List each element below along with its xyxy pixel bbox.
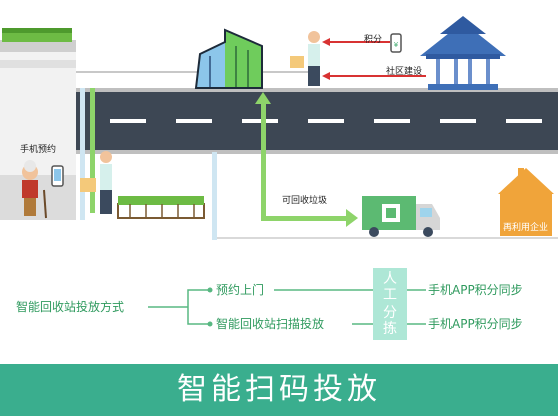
reuse-enterprise-house <box>498 168 554 236</box>
phone-icon-top: ¥ <box>390 33 402 53</box>
points-label: 积分 <box>364 35 383 45</box>
footer-title: 智能扫码投放 <box>177 372 381 407</box>
footer-banner: 智能扫码投放 <box>0 364 558 416</box>
worker-figure-top <box>290 31 320 86</box>
recyclable-label: 可回收垃圾 <box>282 196 328 206</box>
community-temple <box>420 16 506 90</box>
flow-branch-top: 预约上门 <box>216 283 265 297</box>
road <box>76 88 558 154</box>
recycling-truck <box>362 196 440 237</box>
manual-sort-char: 人 <box>383 271 397 287</box>
manual-sorting-box: 人 工 分 拣 <box>373 268 407 340</box>
planter-box <box>117 196 205 219</box>
recycling-station-building <box>194 28 263 89</box>
phone-booking-label: 手机预约 <box>20 145 57 155</box>
red-arrows <box>322 38 426 80</box>
recyclable-arrow <box>255 92 358 227</box>
enterprise-label: 再利用企业 <box>503 223 549 233</box>
svg-text:¥: ¥ <box>394 41 399 49</box>
manual-sort-char: 拣 <box>383 321 397 337</box>
worker-figure-bottom <box>80 151 112 214</box>
community-label: 社区建设 <box>386 67 423 77</box>
manual-sort-char: 分 <box>383 305 397 321</box>
flow-sync-bottom: 手机APP积分同步 <box>428 317 523 331</box>
manual-sort-char: 工 <box>383 287 397 303</box>
flow-root-label: 智能回收站投放方式 <box>16 300 125 314</box>
flow-branch-bottom: 智能回收站扫描投放 <box>216 317 325 331</box>
phone-icon-left <box>51 165 64 187</box>
flow-lines <box>148 289 426 325</box>
flow-sync-top: 手机APP积分同步 <box>428 283 523 297</box>
elderly-person <box>22 160 47 219</box>
